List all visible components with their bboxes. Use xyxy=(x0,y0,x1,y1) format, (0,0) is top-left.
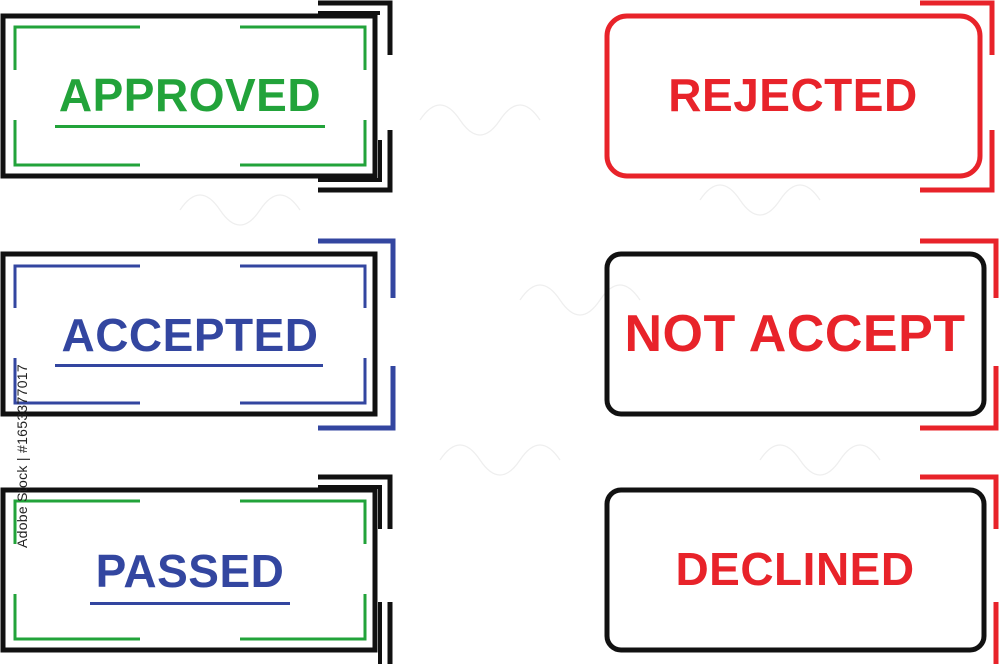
stock-id-text: Adobe Stock | #1653377017 xyxy=(14,364,30,548)
not-accept-stamp-frame xyxy=(604,238,999,431)
accepted-stamp: ACCEPTED xyxy=(0,238,400,433)
passed-label: PASSED xyxy=(95,545,285,597)
approved-label: APPROVED xyxy=(58,69,322,121)
accepted-underline xyxy=(55,364,323,367)
passed-underline xyxy=(90,602,290,605)
declined-stamp-frame xyxy=(604,474,999,664)
accepted-stamp-frame xyxy=(0,238,396,431)
declined-stamp: DECLINED xyxy=(600,474,1000,666)
accepted-label: ACCEPTED xyxy=(61,309,319,361)
rejected-stamp-frame xyxy=(604,0,995,193)
rejected-stamp: REJECTED xyxy=(600,0,1000,195)
not-accept-stamp: NOT ACCEPT xyxy=(600,238,1000,433)
passed-stamp-frame xyxy=(0,474,393,664)
declined-label: DECLINED xyxy=(675,543,915,595)
approved-stamp-frame xyxy=(0,0,393,193)
approved-underline xyxy=(55,125,325,128)
passed-stamp: PASSED xyxy=(0,474,400,666)
not-accept-label: NOT ACCEPT xyxy=(624,305,966,363)
approved-stamp: APPROVED xyxy=(0,0,400,195)
rejected-label: REJECTED xyxy=(668,69,918,121)
